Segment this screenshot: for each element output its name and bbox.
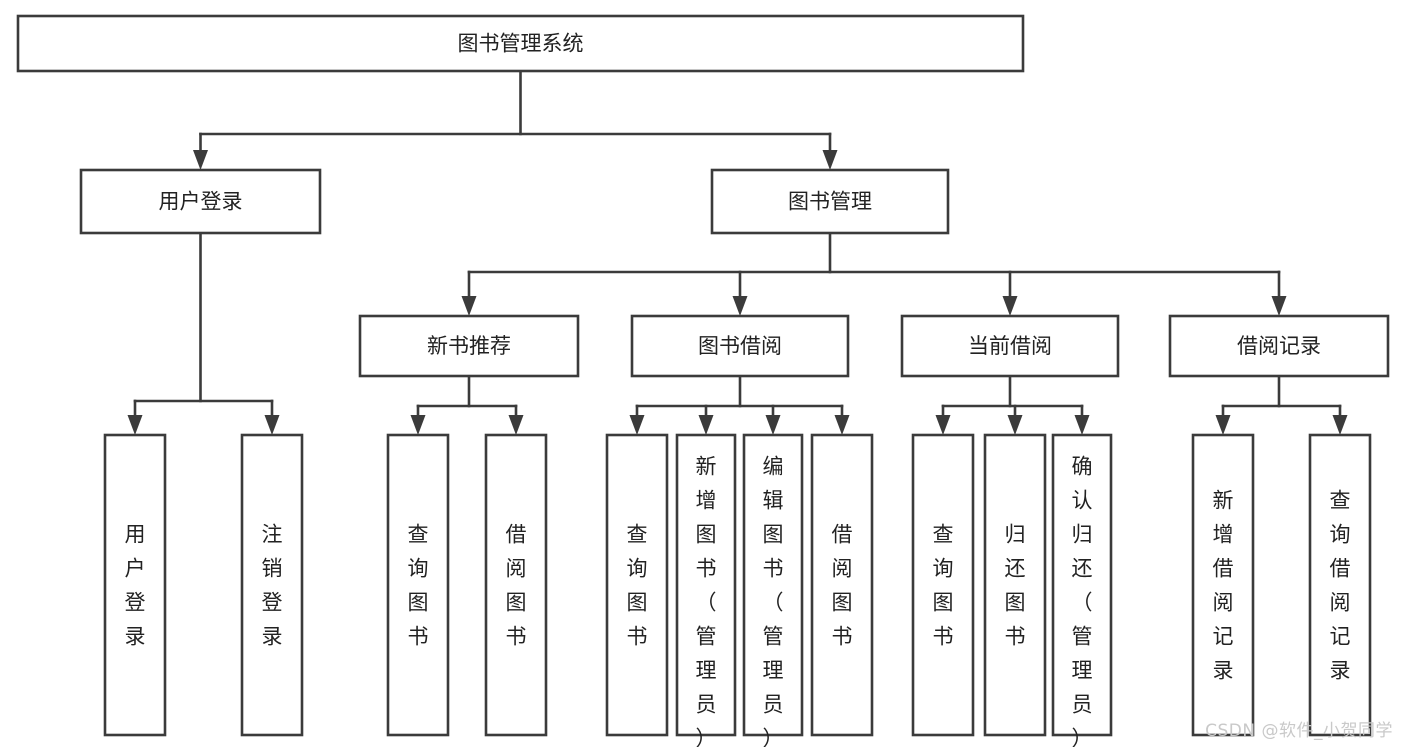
node-leaf-query-record[interactable]: 查询借阅记录 <box>1308 433 1372 737</box>
arrow-head-icon <box>1271 296 1287 316</box>
node-label: 图书管理 <box>788 190 872 214</box>
node-box[interactable] <box>900 314 1120 378</box>
node-label: 借阅图书 <box>506 522 527 648</box>
connector-group-root <box>193 69 838 170</box>
arrow-head-icon <box>1332 415 1348 435</box>
arrow-head-icon <box>834 415 850 435</box>
arrow-head-icon <box>264 415 280 435</box>
node-box[interactable] <box>1051 433 1113 737</box>
node-label: 查询图书 <box>627 522 648 648</box>
node-label: 查询借阅记录 <box>1330 488 1351 682</box>
arrow-head-icon <box>461 296 477 316</box>
node-box[interactable] <box>605 433 669 737</box>
node-borrow-record[interactable]: 借阅记录 <box>1168 314 1390 378</box>
connector-group-current-borrow <box>935 374 1090 435</box>
node-box[interactable] <box>810 433 874 737</box>
arrow-head-icon <box>127 415 143 435</box>
arrow-head-icon <box>193 150 208 170</box>
arrow-head-icon <box>1215 415 1231 435</box>
node-book-borrow[interactable]: 图书借阅 <box>630 314 850 378</box>
node-box[interactable] <box>675 433 737 737</box>
node-leaf-add-record[interactable]: 新增借阅记录 <box>1191 433 1255 737</box>
node-label: 图书管理系统 <box>458 32 584 56</box>
node-label: 注销登录 <box>262 522 283 648</box>
node-box[interactable] <box>240 433 304 737</box>
node-box[interactable] <box>358 314 580 378</box>
node-leaf-return-book[interactable]: 归还图书 <box>983 433 1047 737</box>
arrow-head-icon <box>732 296 748 316</box>
node-label: 用户登录 <box>125 522 146 648</box>
arrow-head-icon <box>1002 296 1018 316</box>
node-label: 新书推荐 <box>427 334 511 358</box>
node-new-book-recommend[interactable]: 新书推荐 <box>358 314 580 378</box>
node-box[interactable] <box>1168 314 1390 378</box>
node-label: 新增借阅记录 <box>1213 488 1234 682</box>
node-leaf-query-book-2[interactable]: 查询图书 <box>605 433 669 737</box>
node-label: 图书借阅 <box>698 334 782 358</box>
node-box[interactable] <box>1191 433 1255 737</box>
node-label: 借阅图书 <box>832 522 853 648</box>
node-user-login[interactable]: 用户登录 <box>79 168 322 235</box>
node-box[interactable] <box>911 433 975 737</box>
node-leaf-borrow-book-2[interactable]: 借阅图书 <box>810 433 874 737</box>
arrow-head-icon <box>822 150 838 170</box>
node-box[interactable] <box>386 433 450 737</box>
node-box[interactable] <box>484 433 548 737</box>
connector-group-user-login <box>127 231 280 435</box>
connector-layer <box>127 69 1348 435</box>
arrow-head-icon <box>765 415 781 435</box>
arrow-head-icon <box>410 415 426 435</box>
node-leaf-query-book-3[interactable]: 查询图书 <box>911 433 975 737</box>
connector-group-book-manage <box>461 231 1287 316</box>
node-box[interactable] <box>103 433 167 737</box>
node-box[interactable] <box>742 433 804 737</box>
node-label: 归还图书 <box>1005 522 1026 648</box>
node-leaf-user-logout[interactable]: 注销登录 <box>240 433 304 737</box>
node-label: 用户登录 <box>159 190 243 214</box>
node-leaf-add-book[interactable]: 新增图书（管理员） <box>675 433 737 747</box>
node-label: 确认归还（管理员） <box>1072 454 1093 747</box>
arrow-head-icon <box>698 415 714 435</box>
node-label: 编辑图书（管理员） <box>763 454 784 747</box>
arrow-head-icon <box>1007 415 1023 435</box>
connector-group-book-borrow <box>629 374 850 435</box>
node-label: 借阅记录 <box>1237 334 1321 358</box>
node-leaf-query-book-1[interactable]: 查询图书 <box>386 433 450 737</box>
arrow-head-icon <box>629 415 645 435</box>
arrow-head-icon <box>508 415 524 435</box>
node-box[interactable] <box>630 314 850 378</box>
arrow-head-icon <box>935 415 951 435</box>
node-label: 当前借阅 <box>968 334 1052 358</box>
node-leaf-user-login[interactable]: 用户登录 <box>103 433 167 737</box>
node-leaf-borrow-book-1[interactable]: 借阅图书 <box>484 433 548 737</box>
node-label: 新增图书（管理员） <box>696 454 717 747</box>
arrow-head-icon <box>1074 415 1090 435</box>
node-box[interactable] <box>710 168 950 235</box>
node-layer: 图书管理系统用户登录图书管理新书推荐图书借阅当前借阅借阅记录用户登录注销登录查询… <box>16 14 1390 747</box>
node-label: 查询图书 <box>408 522 429 648</box>
node-box[interactable] <box>16 14 1025 73</box>
node-current-borrow[interactable]: 当前借阅 <box>900 314 1120 378</box>
node-book-manage[interactable]: 图书管理 <box>710 168 950 235</box>
node-root[interactable]: 图书管理系统 <box>16 14 1025 73</box>
node-box[interactable] <box>1308 433 1372 737</box>
connector-group-borrow-record <box>1215 374 1348 435</box>
node-box[interactable] <box>79 168 322 235</box>
node-leaf-confirm-return[interactable]: 确认归还（管理员） <box>1051 433 1113 747</box>
connector-group-new-book-recommend <box>410 374 524 435</box>
node-box[interactable] <box>983 433 1047 737</box>
node-label: 查询图书 <box>933 522 954 648</box>
node-leaf-edit-book[interactable]: 编辑图书（管理员） <box>742 433 804 747</box>
